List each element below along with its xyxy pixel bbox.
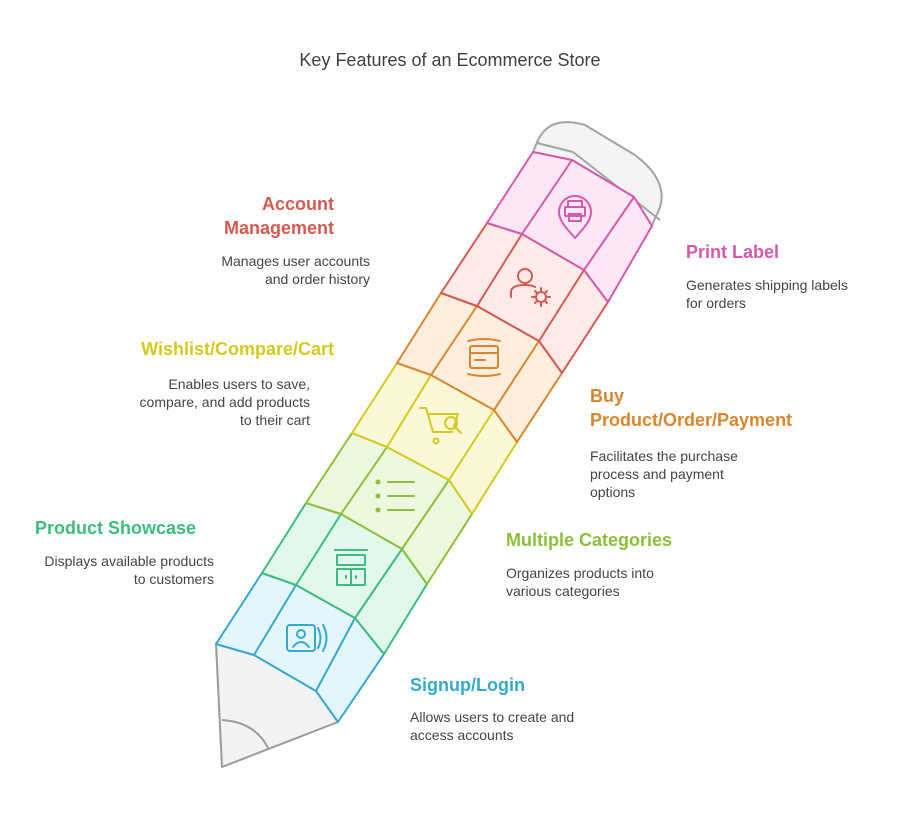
wishlist-description-line-1: Enables users to save, (168, 376, 310, 392)
printer-pin-icon (558, 195, 592, 239)
wishlist-description: Enables users to save, compare, and add … (90, 375, 310, 429)
shelf-icon (334, 549, 368, 586)
buy-description-line-3: options (590, 484, 636, 500)
account-description-line-1: Manages user accounts (221, 253, 370, 269)
buy-description-line-1: Facilitates the purchase (590, 448, 738, 464)
print-heading: Print Label (686, 242, 780, 262)
cart-search-icon (419, 407, 462, 445)
account-heading-line-1: Account (262, 194, 334, 214)
wishlist-description-line-3: to their cart (239, 412, 310, 428)
account-description: Manages user accounts and order history (150, 252, 370, 288)
account-heading: Account Management (160, 192, 334, 240)
categories-heading: Multiple Categories (506, 530, 673, 550)
signup-heading: Signup/Login (410, 675, 525, 695)
buy-heading: Buy Product/Order/Payment (590, 384, 890, 432)
wishlist-heading: Wishlist/Compare/Cart (141, 339, 334, 359)
categories-description-line-2: various categories (506, 583, 620, 599)
wishlist-description-line-2: compare, and add products (139, 394, 310, 410)
credit-card-icon (467, 338, 501, 377)
print-description: Generates shipping labels for orders (686, 276, 896, 312)
showcase-description-line-2: to customers (133, 571, 214, 587)
buy-heading-line-1: Buy (590, 386, 625, 406)
contactless-id-icon (286, 624, 328, 652)
buy-heading-line-2: Product/Order/Payment (590, 410, 793, 430)
signup-description-line-2: access accounts (410, 727, 514, 743)
print-description-line-2: for orders (686, 295, 746, 311)
signup-description: Allows users to create and access accoun… (410, 708, 630, 744)
account-heading-line-2: Management (223, 218, 334, 238)
categories-description: Organizes products into various categori… (506, 564, 726, 600)
showcase-description-line-1: Displays available products (44, 553, 214, 569)
print-description-line-1: Generates shipping labels (686, 277, 848, 293)
diagram-title: Key Features of an Ecommerce Store (299, 50, 601, 70)
showcase-heading: Product Showcase (35, 518, 197, 538)
signup-description-line-1: Allows users to create and (410, 709, 575, 725)
list-icon (375, 479, 415, 513)
buy-description: Facilitates the purchase process and pay… (590, 447, 810, 501)
categories-description-line-1: Organizes products into (506, 565, 654, 581)
user-gear-icon (510, 268, 551, 307)
showcase-description: Displays available products to customers (10, 552, 214, 588)
account-description-line-2: and order history (264, 271, 370, 287)
segment-print (486, 151, 653, 303)
buy-description-line-2: process and payment (590, 466, 724, 482)
